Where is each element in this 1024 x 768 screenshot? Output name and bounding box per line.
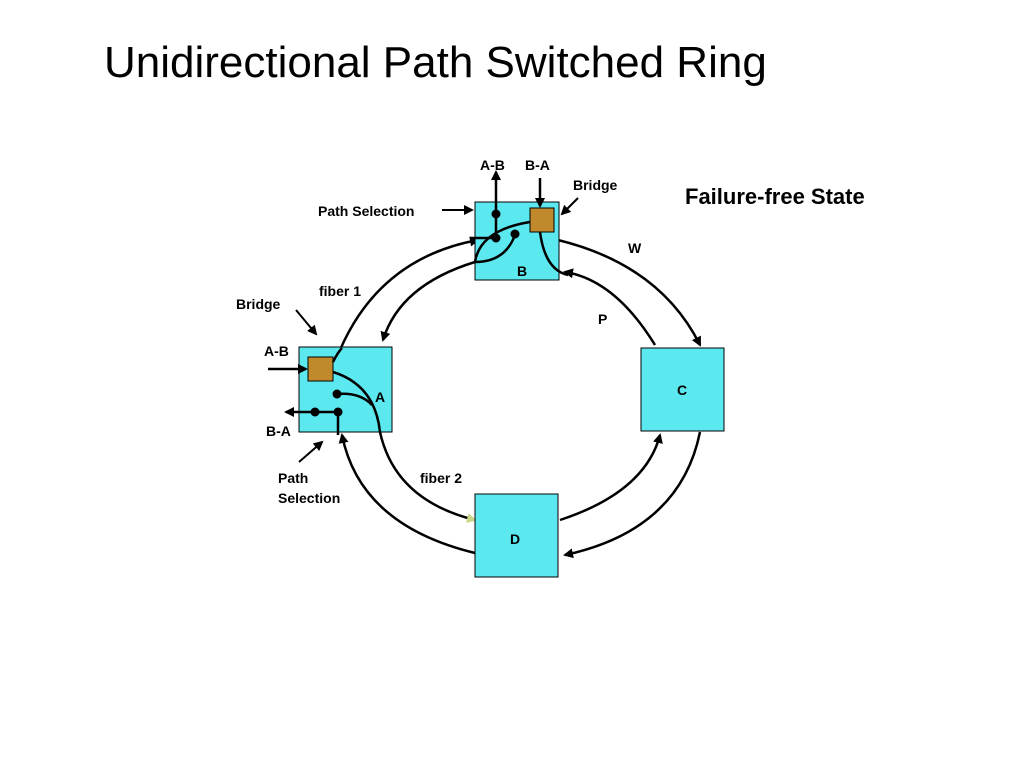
bridge-b — [529, 207, 555, 233]
label-top-ab: A-B — [480, 157, 505, 173]
label-path-selection-top: Path Selection — [318, 203, 414, 219]
label-top-ba: B-A — [525, 157, 550, 173]
node-a-label: A — [375, 389, 385, 405]
node-d: D — [474, 493, 559, 578]
fiber-2-inner-path — [378, 260, 663, 523]
label-fiber-1: fiber 1 — [319, 283, 361, 299]
bridge-left-arrow — [295, 309, 318, 336]
node-a: A — [268, 346, 393, 435]
path-selection-left-arrow — [298, 440, 324, 463]
label-left-ba: B-A — [266, 423, 291, 439]
label-path-selection-left-2: Selection — [278, 490, 340, 506]
fiber-1-outer-path — [338, 236, 702, 559]
label-path-selection-left-1: Path — [278, 470, 308, 486]
label-fiber-2: fiber 2 — [420, 470, 462, 486]
page-title: Unidirectional Path Switched Ring — [104, 38, 767, 87]
state-label: Failure-free State — [685, 184, 865, 209]
label-p: P — [598, 311, 607, 327]
label-w: W — [628, 240, 642, 256]
node-d-label: D — [510, 531, 520, 547]
label-left-ab: A-B — [264, 343, 289, 359]
bridge-top-arrow — [560, 197, 579, 216]
bridge-a — [307, 356, 334, 382]
node-c-label: C — [677, 382, 687, 398]
node-b: B — [470, 170, 569, 281]
node-c: C — [640, 347, 725, 432]
node-b-label: B — [517, 263, 527, 279]
label-bridge-top: Bridge — [573, 177, 618, 193]
label-bridge-left: Bridge — [236, 296, 281, 312]
